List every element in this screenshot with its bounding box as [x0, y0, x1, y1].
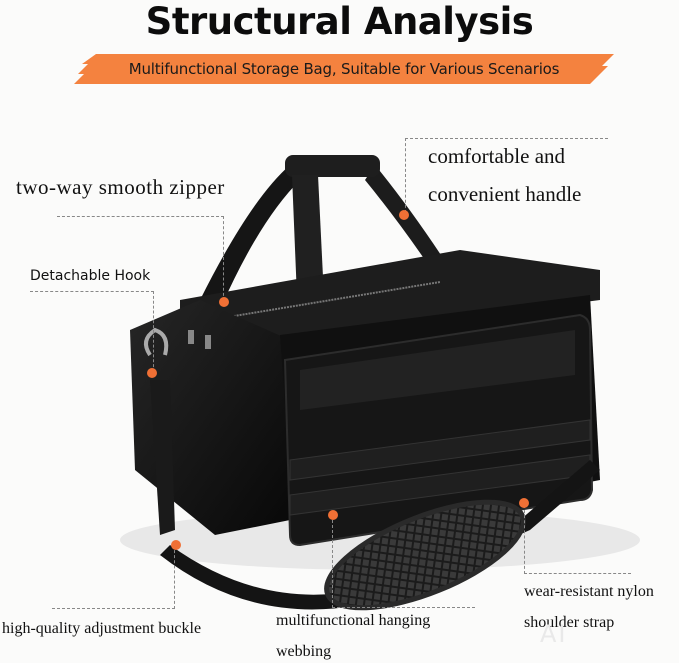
hook-marker — [147, 368, 157, 378]
subtitle-text: Multifunctional Storage Bag, Suitable fo… — [128, 60, 560, 78]
buckle-label: high-quality adjustment buckle — [2, 620, 202, 637]
webbing-label-line1: multifunctional hanging — [276, 612, 431, 629]
banner-shape — [74, 54, 614, 84]
handle-label-line2: convenient handle — [428, 182, 582, 206]
strap-leader — [524, 505, 631, 574]
webbing-label-line2: webbing — [276, 643, 332, 660]
handle-marker — [399, 210, 409, 220]
zipper-label: two-way smooth zipper — [16, 175, 225, 199]
handle-label-line1: comfortable and — [428, 144, 566, 168]
hook-label: Detachable Hook — [30, 268, 151, 284]
webbing-leader — [332, 515, 475, 608]
handle-leader — [405, 138, 608, 213]
hook-leader — [30, 291, 154, 372]
buckle-leader — [52, 545, 175, 609]
buckle-marker — [171, 540, 181, 550]
webbing-marker — [328, 510, 338, 520]
watermark: AI — [540, 620, 568, 648]
strap-marker — [519, 498, 529, 508]
strap-label-line2: shoulder strap — [524, 614, 615, 631]
subtitle-banner: Multifunctional Storage Bag, Suitable fo… — [74, 54, 614, 84]
zipper-marker — [219, 297, 229, 307]
zipper-leader — [57, 216, 224, 301]
strap-label-line1: wear-resistant nylon — [524, 583, 654, 600]
page-title: Structural Analysis — [145, 0, 534, 43]
